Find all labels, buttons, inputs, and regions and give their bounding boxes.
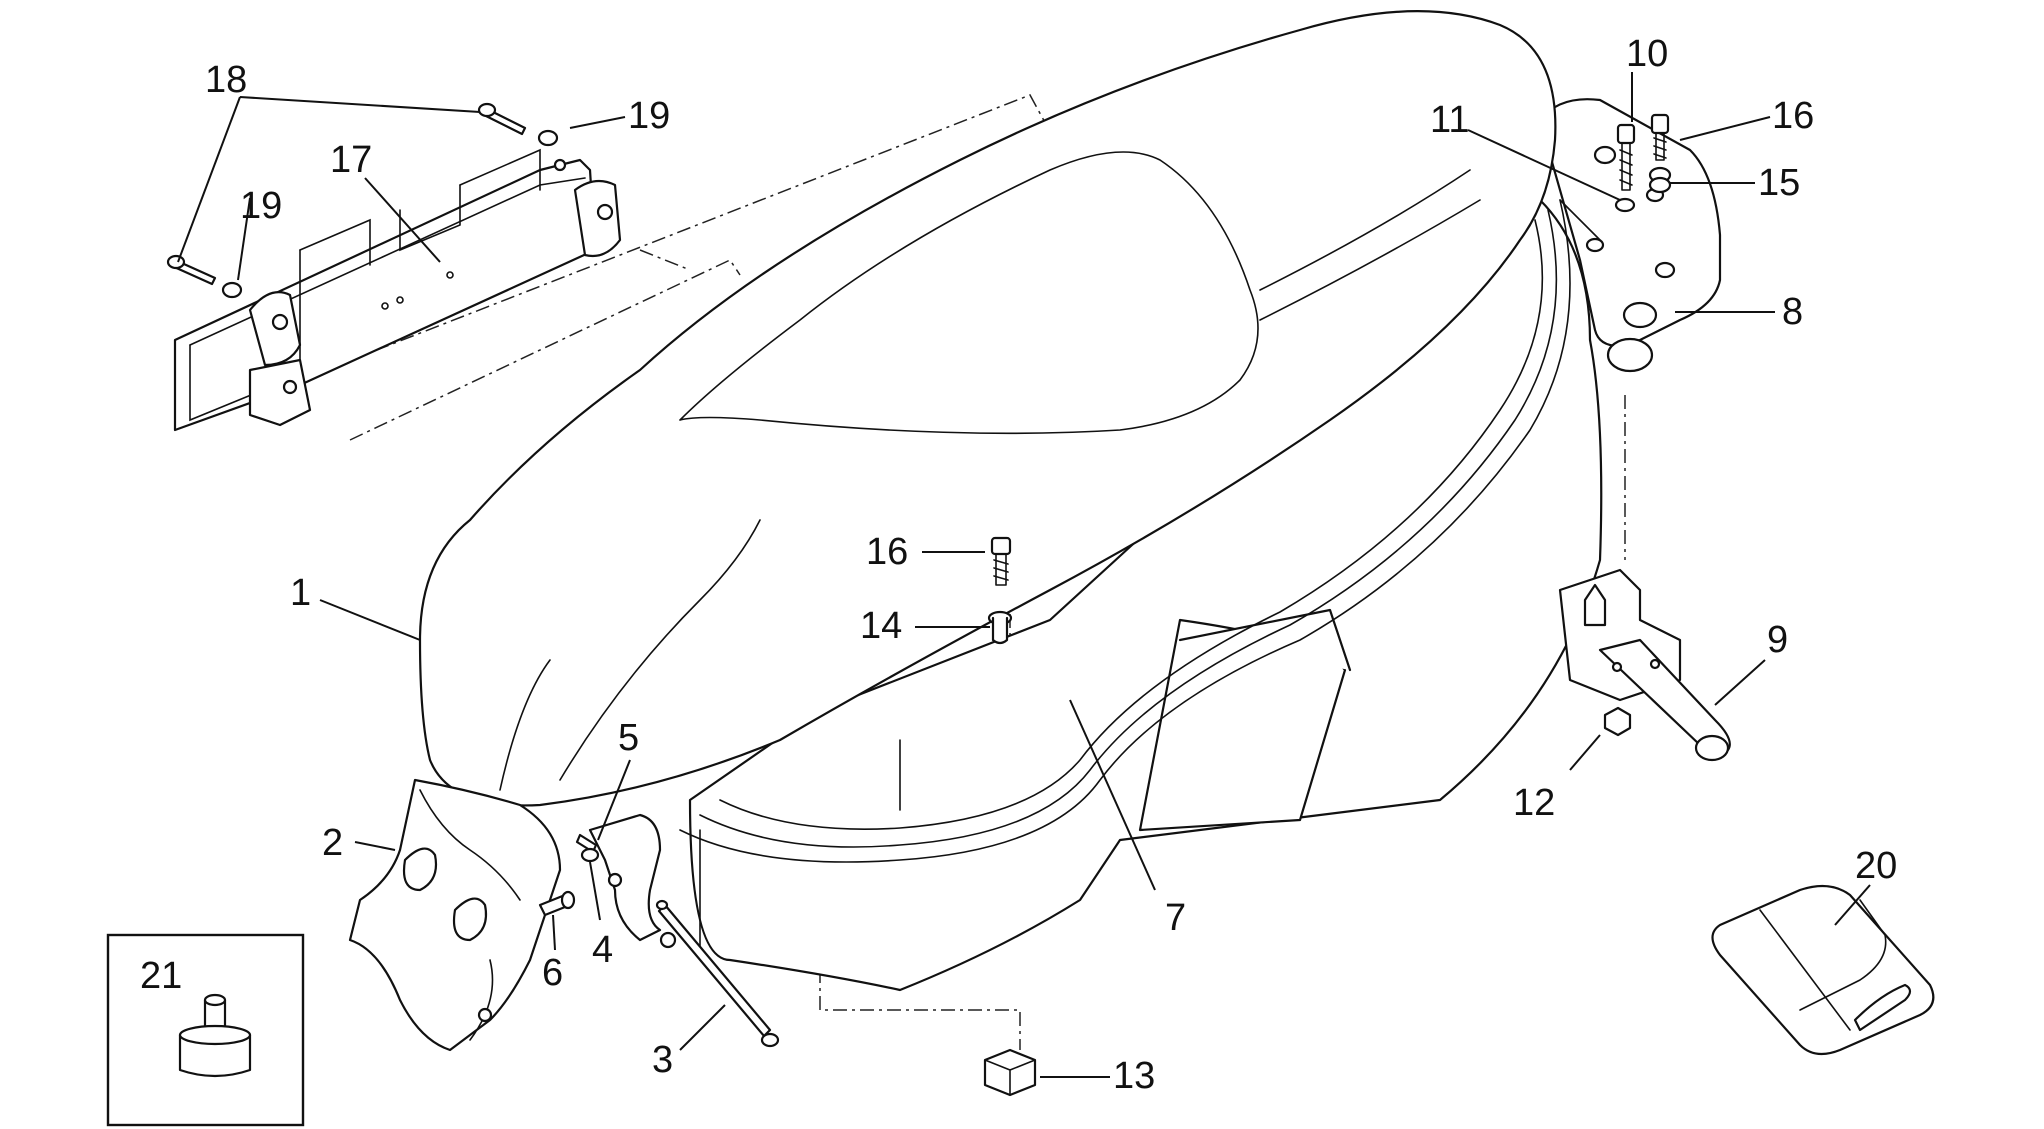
label-7: 7	[1165, 897, 1186, 939]
label-6: 6	[542, 952, 563, 994]
callout-labels: 18 19 17 19 10 11 16 15 8 9 12 16 14 1 2…	[140, 33, 1897, 1097]
label-18: 18	[205, 59, 247, 101]
part-16-bolt-top	[1650, 113, 1670, 161]
label-11: 11	[1430, 99, 1469, 141]
label-9: 9	[1767, 619, 1788, 661]
part-18-screw-left	[166, 254, 217, 286]
part-17-hinge-plate	[173, 148, 622, 432]
part-18-screw-top	[477, 102, 527, 136]
part-20-tool-pouch	[1711, 884, 1935, 1056]
label-3: 3	[652, 1039, 673, 1081]
part-2-front-flap	[348, 778, 562, 1052]
part-10-bolt	[1616, 123, 1636, 191]
label-4: 4	[592, 929, 613, 971]
label-19-top: 19	[628, 95, 670, 137]
part-6-screw	[538, 890, 576, 917]
label-15: 15	[1758, 162, 1800, 204]
label-8: 8	[1782, 291, 1803, 333]
label-17: 17	[330, 139, 372, 181]
part-21-rubber-stop	[106, 933, 305, 1127]
part-11-washer	[1614, 197, 1636, 213]
part-19-washer-left	[221, 281, 243, 299]
part-7-helmet-compartment	[679, 198, 1603, 992]
label-2: 2	[322, 822, 343, 864]
part-19-washer-top	[537, 129, 559, 147]
label-13: 13	[1113, 1055, 1155, 1097]
label-5: 5	[618, 717, 639, 759]
part-8-rear-cover	[1538, 98, 1722, 373]
part-13-clip-nut	[983, 1048, 1037, 1097]
label-14: 14	[860, 605, 902, 647]
part-12-nut	[1603, 706, 1632, 737]
part-14-spacer	[987, 610, 1013, 645]
leader-lines	[177, 72, 1871, 1078]
part-3-hinge-pin	[655, 899, 780, 1048]
label-21: 21	[140, 955, 182, 997]
label-1: 1	[290, 572, 311, 614]
label-20: 20	[1855, 845, 1897, 887]
part-9-bracket	[1558, 568, 1731, 762]
part-1-seat	[418, 10, 1557, 807]
label-12: 12	[1513, 782, 1555, 824]
part-16-bolt-center	[990, 536, 1012, 586]
part-15-washer	[1648, 166, 1672, 194]
part-4-nut	[580, 847, 600, 863]
label-19-left: 19	[240, 185, 282, 227]
label-16-top: 16	[1772, 95, 1814, 137]
label-10: 10	[1626, 33, 1668, 75]
part-5-hinge-bracket	[575, 813, 677, 949]
label-16-center: 16	[866, 531, 908, 573]
